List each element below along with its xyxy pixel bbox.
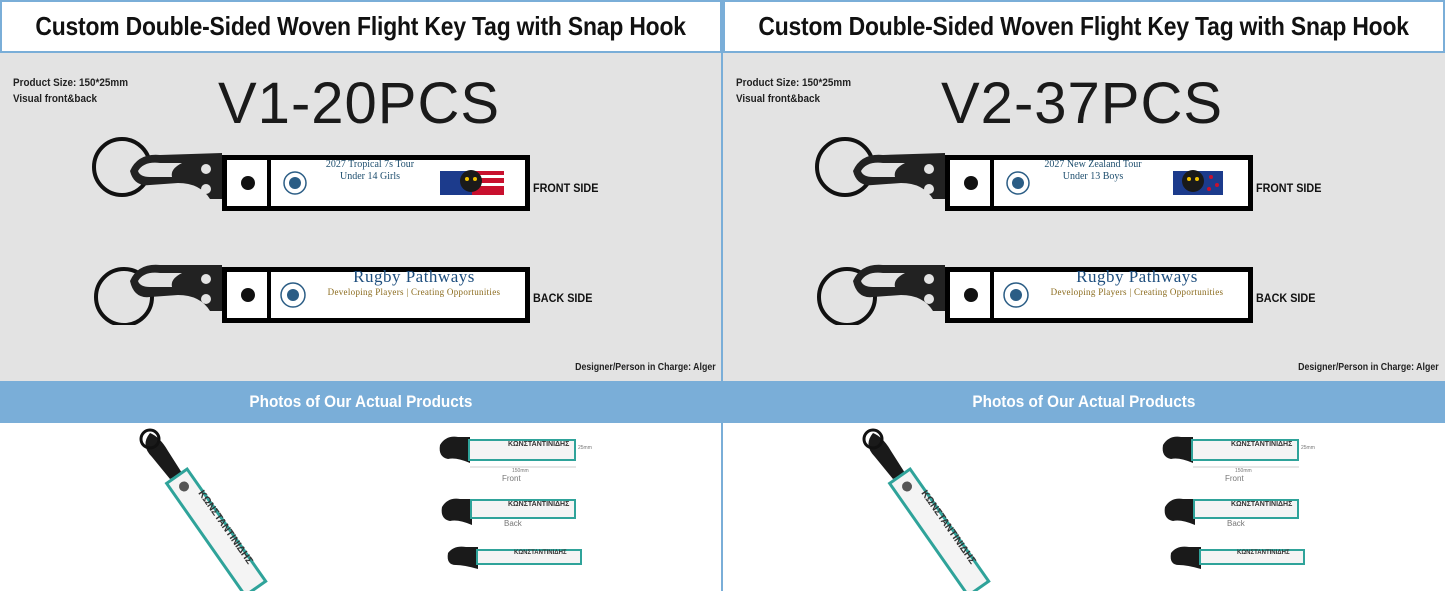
snap-hook-icon [441,498,472,525]
snap-hook-icon [853,153,945,199]
back-brand-line: Rugby Pathways [1076,267,1198,286]
panel-title: Custom Double-Sided Woven Flight Key Tag… [0,0,722,53]
front-tour-line: 2027 New Zealand Tour [1044,159,1142,170]
panel-v1: Custom Double-Sided Woven Flight Key Tag… [0,0,722,591]
photo-front-label: Front [502,474,521,483]
snap-hook-icon [853,264,945,311]
photo-front-label: Front [1225,474,1244,483]
photo-brand-third: ΚΩΝΣΤΑΝΤΙΝΙΔΗΣ [1237,550,1290,556]
front-team-line: Under 13 Boys [1062,171,1124,182]
rugby-crest-icon [283,171,307,195]
photo-brand-front: ΚΩΝΣΤΑΝΤΙΝΙΔΗΣ [1231,441,1293,448]
rugby-crest-icon [1003,282,1029,308]
tag-back: Rugby Pathways Developing Players | Crea… [813,245,1253,325]
snap-hook-icon [447,546,478,569]
tag-back: Rugby Pathways Developing Players | Crea… [90,245,530,325]
snap-hook-icon [1162,436,1193,463]
photo-dim-width: 150mm [512,468,529,474]
photo-dim-height: 25mm [1301,445,1315,451]
product-size: Product Size: 150*25mm [736,77,852,89]
photos-heading: Photos of Our Actual Products [723,381,1445,423]
design-area: Product Size: 150*25mm Visual front&back… [0,53,722,381]
photo-back-label: Back [504,519,522,528]
design-area: Product Size: 150*25mm Visual front&back… [723,53,1445,381]
snap-hook-icon [862,428,905,479]
back-slogan-line: Developing Players | Creating Opportunit… [327,287,501,297]
photo-brand-front: ΚΩΝΣΤΑΝΤΙΝΙΔΗΣ [508,441,570,448]
version-label: V2-37PCS [941,71,1224,136]
product-photos: ΚΩΝΣΤΑΝΤΙΝΙΔΗΣ ΚΩΝΣΤΑΝΤΙΝΙΔΗΣ ΚΩΝΣΤΑΝΤΙΝ… [0,423,722,591]
panel-title: Custom Double-Sided Woven Flight Key Tag… [723,0,1445,53]
key-ring-icon [94,267,154,325]
photo-back-label: Back [1227,519,1245,528]
panel-v2: Custom Double-Sided Woven Flight Key Tag… [723,0,1445,591]
key-ring-icon [817,267,877,325]
tag-front: 2027 Tropical 7s Tour Under 14 Girls [90,133,530,213]
rugby-crest-icon [280,282,306,308]
product-spec: Product Size: 150*25mm Visual front&back [13,75,141,107]
front-side-label: FRONT SIDE [1256,181,1322,195]
photo-dim-width: 150mm [1235,468,1252,474]
snap-hook-icon [139,428,182,479]
photos-heading: Photos of Our Actual Products [0,381,722,423]
tag-front: 2027 New Zealand Tour Under 13 Boys [813,133,1253,213]
photo-brand-third: ΚΩΝΣΤΑΝΤΙΝΙΔΗΣ [514,550,567,556]
version-label: V1-20PCS [218,71,501,136]
product-photos: ΚΩΝΣΤΑΝΤΙΝΙΔΗΣ ΚΩΝΣΤΑΝΤΙΝΙΔΗΣ ΚΩΝΣΤΑΝΤΙΝ… [723,423,1445,591]
product-size: Product Size: 150*25mm [13,77,129,89]
designer-credit: Designer/Person in Charge: Alger [575,362,716,373]
snap-hook-icon [439,436,470,463]
photo-dim-height: 25mm [578,445,592,451]
snap-hook-icon [1164,498,1195,525]
snap-hook-icon [1170,546,1201,569]
back-slogan-line: Developing Players | Creating Opportunit… [1050,287,1224,297]
flag-mascot-icon [440,170,504,195]
back-brand-line: Rugby Pathways [353,267,475,286]
photo-brand-back: ΚΩΝΣΤΑΝΤΙΝΙΔΗΣ [508,501,570,508]
front-team-line: Under 14 Girls [340,171,400,182]
product-spec: Product Size: 150*25mm Visual front&back [736,75,864,107]
front-tour-line: 2027 Tropical 7s Tour [325,159,415,170]
back-side-label: BACK SIDE [1256,291,1316,305]
designer-credit: Designer/Person in Charge: Alger [1298,362,1439,373]
back-side-label: BACK SIDE [533,291,593,305]
snap-hook-icon [130,153,222,199]
visual-note: Visual front&back [736,93,820,105]
flag-mascot-icon [1173,170,1223,195]
panel-divider [721,0,723,591]
photo-brand-back: ΚΩΝΣΤΑΝΤΙΝΙΔΗΣ [1231,501,1293,508]
visual-note: Visual front&back [13,93,97,105]
front-side-label: FRONT SIDE [533,181,599,195]
rugby-crest-icon [1006,171,1030,195]
snap-hook-icon [130,264,222,311]
